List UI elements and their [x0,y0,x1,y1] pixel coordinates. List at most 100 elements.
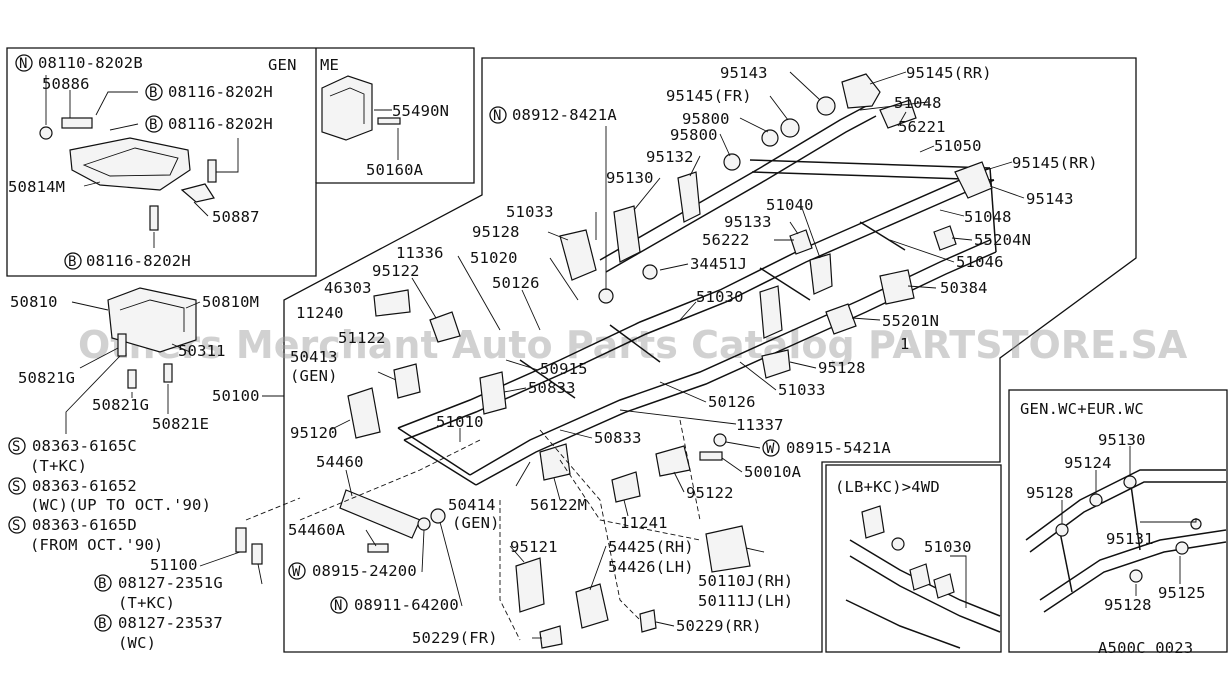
lead-95800a [739,117,769,133]
label-95130-a: 95130 [606,169,654,187]
label-50833-b: 50833 [594,429,642,447]
symbol-w-1-letter: W [766,441,775,457]
label-08127-2351G-note: (T+KC) [118,594,175,612]
bracket-11241 [611,471,641,503]
label-51050: 51050 [934,137,982,155]
lead-51048a [859,101,929,111]
label-95121: 95121 [510,538,558,556]
lead-08116-right [216,138,239,173]
lead-95145rr-a [869,71,907,85]
label-50160A: 50160A [366,161,424,179]
label-50814M: 50814M [8,178,65,196]
lead-56221 [897,111,907,127]
frame-rear-upper-cross-2 [751,171,995,181]
bracket-95145rr-right [954,161,993,199]
lead-08116b [109,123,139,131]
label-50111J-LH: 50111J(LH) [698,592,793,610]
panel-title-genwc: GEN.WC+EUR.WC [1020,400,1144,418]
lead-11336 [457,255,501,331]
label-95128-c: 95128 [1026,484,1074,502]
bracket-95132 [677,171,701,223]
bolt-51100-group [199,497,301,585]
inset-genwc-rail-a [1025,469,1226,541]
label-54460A: 54460A [288,521,346,539]
figure-code: A500C 0023 [1098,639,1193,657]
skid-plate-drawing [69,137,191,191]
label-95133: 95133 [724,213,772,231]
bracket-50810m-drawing [107,287,197,353]
bolt-3-drawing [149,205,159,231]
inset-lbkc-rail [849,539,1001,617]
skid-plate-detail [82,147,179,177]
bracket-54460 [339,489,421,539]
lead-51020 [549,257,579,301]
symbol-b-1-letter: B [149,85,157,101]
label-08915-24200: 08915-24200 [312,562,417,580]
dash-4 [499,500,521,641]
label-51040: 51040 [766,196,814,214]
bushing-95145fr [780,118,800,138]
lead-34451j [659,263,689,271]
label-50229RR: 50229(RR) [676,617,762,635]
bracket-56122m [539,443,571,481]
label-50413-gen: (GEN) [290,367,338,385]
inset-genwc-cross [1059,531,1073,593]
label-08116-8202H-a: 08116-8202H [168,83,273,101]
bracket-95122-lower [655,445,691,477]
label-55204N: 55204N [974,231,1031,249]
symbol-b-3-letter: B [68,254,76,270]
frame-front-crossmember [397,427,471,476]
symbol-b-4 [94,574,112,592]
frame-left-rail-inner [403,179,995,441]
label-54426LH: 54426(LH) [608,558,694,576]
label-95120: 95120 [290,424,338,442]
label-08110-8202B: 08110-8202B [38,54,143,72]
lead-95128a [547,231,569,241]
dash-1 [299,439,481,521]
label-50414-gen: (GEN) [452,514,500,532]
symbol-b-1 [145,83,163,101]
lead-08127 [257,563,263,585]
lead-50010a [721,457,743,473]
label-95143-a: 95143 [720,64,768,82]
label-08127-23537: 08127-23537 [118,614,223,632]
inset-lbkc-bracket-b [909,563,931,591]
lead-95132 [689,155,701,177]
label-08127-2351G: 08127-2351G [118,574,223,592]
label-95131: 95131 [1106,530,1154,548]
inset-lbkc-rail-inner [849,555,1001,633]
frame-crossmember-1 [519,359,576,399]
label-08116-8202H-b: 08116-8202H [168,115,273,133]
lead-50413 [377,371,397,381]
lead-50414 [515,461,531,487]
lead-50229rr [655,621,675,627]
main-dash-lines [299,419,701,641]
lead-51040 [801,207,821,259]
frame-brackets [339,73,993,649]
frame-rear-upper-left [599,103,871,261]
lead-50915 [505,359,539,371]
frame-rear-crossmember [989,167,997,253]
label-50229FR: 50229(FR) [412,629,498,647]
label-08911-64200: 08911-64200 [354,596,459,614]
inset-lbkc-bushing [891,537,905,551]
panel-title-me: ME [320,56,339,74]
lead-95120 [329,419,351,431]
lead-95145rr-b [985,161,1013,171]
lead-54425 [589,545,607,591]
inset-lbkc-lead [950,555,967,608]
label-08116-8202H-c: 08116-8202H [86,252,191,270]
bracket-95133 [789,229,813,255]
lead-95122b [673,471,685,493]
bushing-95800b [723,153,741,171]
lead-95122a [411,277,437,319]
label-95145FR: 95145(FR) [666,87,752,105]
label-50110J-RH: 50110J(RH) [698,572,793,590]
label-08363-6165D-note: (FROM OCT.'90) [30,536,163,554]
bracket-51033 [559,229,597,281]
lead-50833b [559,429,593,439]
lead-08915b [421,529,425,573]
inset-genwc-bushing-95130 [1123,475,1137,489]
